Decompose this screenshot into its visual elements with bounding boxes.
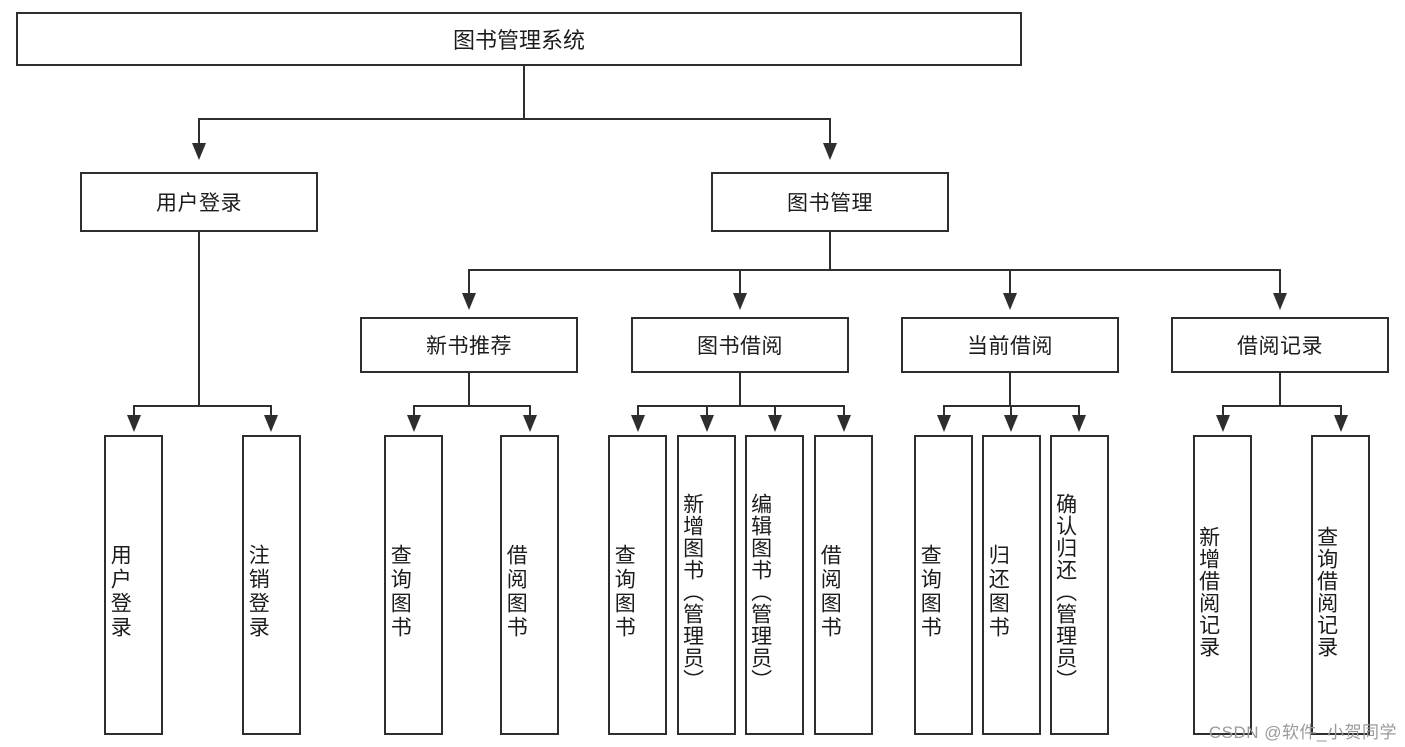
leaf-borrow-book-1[interactable]: 借阅图书 bbox=[500, 435, 559, 735]
arrowhead-leaf-query-book-1 bbox=[407, 415, 421, 432]
leaf-confirm-return[interactable]: 确认归还（管理员） bbox=[1050, 435, 1109, 735]
leaf-add-record[interactable]: 新增借阅记录 bbox=[1193, 435, 1252, 735]
node-book-borrow-label: 图书借阅 bbox=[697, 335, 783, 358]
leaf-borrow-book-2[interactable]: 借阅图书 bbox=[814, 435, 873, 735]
node-root[interactable]: 图书管理系统 bbox=[16, 12, 1022, 66]
arrowhead-user-login bbox=[192, 143, 206, 160]
node-book-manage-label: 图书管理 bbox=[787, 192, 873, 215]
arrowhead-leaf-borrow-book-1 bbox=[523, 415, 537, 432]
connector-to-user-login bbox=[198, 118, 200, 145]
node-borrow-record-label: 借阅记录 bbox=[1237, 335, 1323, 358]
arrowhead-book-manage bbox=[823, 143, 837, 160]
arrowhead-leaf-return-book bbox=[1004, 415, 1018, 432]
arrowhead-leaf-query-book-2 bbox=[631, 415, 645, 432]
leaf-user-login[interactable]: 用户登录 bbox=[104, 435, 163, 735]
connector-borrow-record-stem bbox=[1279, 373, 1281, 407]
connector-user-login-drop-1 bbox=[133, 405, 135, 417]
leaf-query-book-1[interactable]: 查询图书 bbox=[384, 435, 443, 735]
leaf-confirm-return-label: 确认归还（管理员） bbox=[1053, 493, 1077, 691]
connector-to-current-borrow bbox=[1009, 269, 1011, 295]
connector-borrow-record-drop-1 bbox=[1222, 405, 1224, 417]
leaf-user-login-label: 用户登录 bbox=[108, 544, 132, 640]
connector-new-book-drop-1 bbox=[413, 405, 415, 417]
connector-new-book-stem bbox=[468, 373, 470, 407]
connector-borrow-record-bar bbox=[1222, 405, 1342, 407]
arrowhead-leaf-user-login bbox=[127, 415, 141, 432]
connector-book-borrow-drop-4 bbox=[843, 405, 845, 417]
connector-user-login-bar bbox=[133, 405, 271, 407]
connector-to-book-manage bbox=[829, 118, 831, 145]
connector-root-stem bbox=[523, 66, 525, 118]
arrowhead-leaf-query-book-3 bbox=[937, 415, 951, 432]
node-book-borrow[interactable]: 图书借阅 bbox=[631, 317, 849, 373]
connector-book-borrow-drop-1 bbox=[637, 405, 639, 417]
connector-current-borrow-stem bbox=[1009, 373, 1011, 407]
connector-book-borrow-drop-2 bbox=[706, 405, 708, 417]
arrowhead-leaf-add-book bbox=[700, 415, 714, 432]
leaf-borrow-book-2-label: 借阅图书 bbox=[818, 544, 842, 640]
leaf-query-record[interactable]: 查询借阅记录 bbox=[1311, 435, 1370, 735]
leaf-logout-login[interactable]: 注销登录 bbox=[242, 435, 301, 735]
leaf-query-book-3[interactable]: 查询图书 bbox=[914, 435, 973, 735]
leaf-logout-login-label: 注销登录 bbox=[246, 544, 270, 640]
node-user-login[interactable]: 用户登录 bbox=[80, 172, 318, 232]
connector-new-book-drop-2 bbox=[529, 405, 531, 417]
node-borrow-record[interactable]: 借阅记录 bbox=[1171, 317, 1389, 373]
leaf-return-book[interactable]: 归还图书 bbox=[982, 435, 1041, 735]
arrowhead-current-borrow bbox=[1003, 293, 1017, 310]
leaf-add-book-label: 新增图书（管理员） bbox=[680, 493, 704, 691]
connector-book-borrow-bar bbox=[637, 405, 845, 407]
arrowhead-leaf-confirm-return bbox=[1072, 415, 1086, 432]
connector-borrow-record-drop-2 bbox=[1340, 405, 1342, 417]
leaf-borrow-book-1-label: 借阅图书 bbox=[504, 544, 528, 640]
arrowhead-new-book-recommend bbox=[462, 293, 476, 310]
connector-level2-bar bbox=[468, 269, 1281, 271]
node-root-label: 图书管理系统 bbox=[452, 28, 585, 53]
connector-current-borrow-drop-1 bbox=[943, 405, 945, 417]
connector-user-login-drop-2 bbox=[270, 405, 272, 417]
node-new-book-recommend-label: 新书推荐 bbox=[426, 335, 512, 358]
watermark: CSDN @软件_小贺同学 bbox=[1208, 723, 1397, 742]
arrowhead-leaf-edit-book bbox=[768, 415, 782, 432]
leaf-add-record-label: 新增借阅记录 bbox=[1196, 526, 1220, 658]
connector-to-new-book-recommend bbox=[468, 269, 470, 295]
leaf-query-book-3-label: 查询图书 bbox=[918, 544, 942, 640]
connector-new-book-bar bbox=[413, 405, 531, 407]
connector-to-borrow-record bbox=[1279, 269, 1281, 295]
leaf-add-book[interactable]: 新增图书（管理员） bbox=[677, 435, 736, 735]
node-new-book-recommend[interactable]: 新书推荐 bbox=[360, 317, 578, 373]
connector-book-borrow-drop-3 bbox=[774, 405, 776, 417]
node-book-manage[interactable]: 图书管理 bbox=[711, 172, 949, 232]
arrowhead-leaf-query-record bbox=[1334, 415, 1348, 432]
arrowhead-leaf-add-record bbox=[1216, 415, 1230, 432]
node-current-borrow[interactable]: 当前借阅 bbox=[901, 317, 1119, 373]
leaf-query-book-2[interactable]: 查询图书 bbox=[608, 435, 667, 735]
arrowhead-book-borrow bbox=[733, 293, 747, 310]
node-user-login-label: 用户登录 bbox=[156, 192, 242, 215]
leaf-query-record-label: 查询借阅记录 bbox=[1314, 526, 1338, 658]
connector-current-borrow-drop-3 bbox=[1078, 405, 1080, 417]
leaf-return-book-label: 归还图书 bbox=[986, 544, 1010, 640]
node-current-borrow-label: 当前借阅 bbox=[967, 335, 1053, 358]
arrowhead-borrow-record bbox=[1273, 293, 1287, 310]
arrowhead-leaf-logout-login bbox=[264, 415, 278, 432]
connector-to-book-borrow bbox=[739, 269, 741, 295]
connector-book-borrow-stem bbox=[739, 373, 741, 407]
arrowhead-leaf-borrow-book-2 bbox=[837, 415, 851, 432]
connector-level1-bar bbox=[198, 118, 831, 120]
leaf-query-book-1-label: 查询图书 bbox=[388, 544, 412, 640]
connector-user-login-stem bbox=[198, 232, 200, 406]
leaf-query-book-2-label: 查询图书 bbox=[612, 544, 636, 640]
leaf-edit-book[interactable]: 编辑图书（管理员） bbox=[745, 435, 804, 735]
connector-current-borrow-drop-2 bbox=[1010, 405, 1012, 417]
leaf-edit-book-label: 编辑图书（管理员） bbox=[748, 493, 772, 691]
connector-book-manage-stem bbox=[829, 232, 831, 271]
